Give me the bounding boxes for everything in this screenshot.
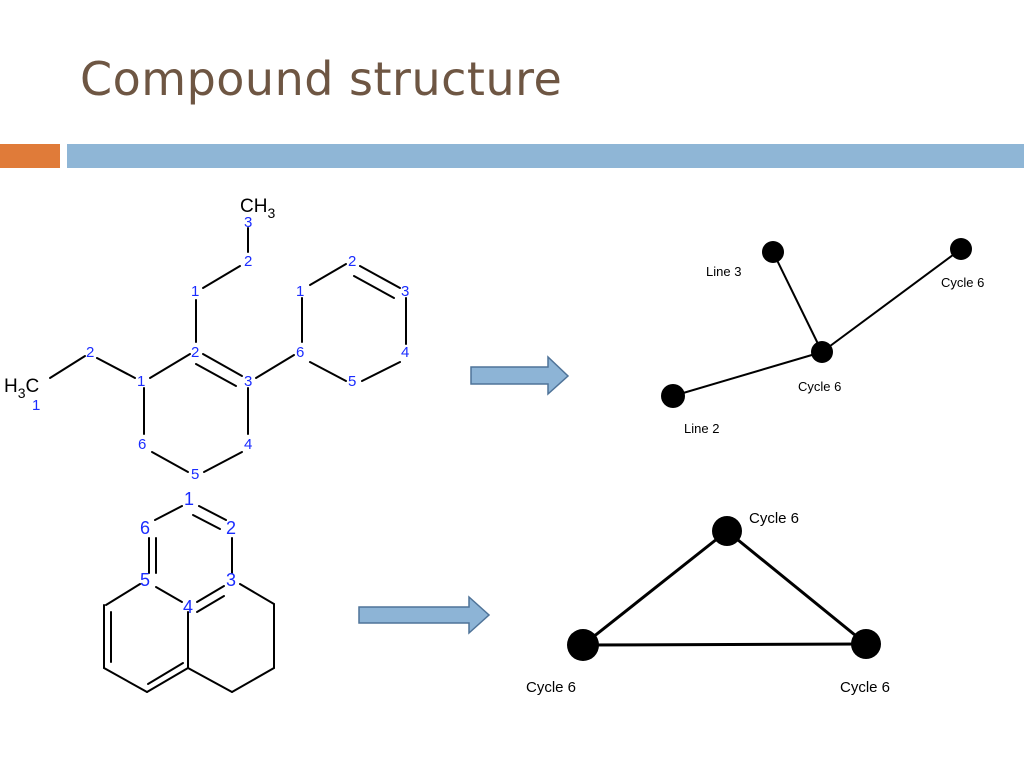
graph-node xyxy=(712,516,742,546)
accent-bar-orange xyxy=(0,144,60,168)
graph-node xyxy=(851,629,881,659)
molecule-1: CH3 H3C 3 2 1 2 3 4 5 6 1 2 1 6 1 2 3 4 … xyxy=(4,196,409,483)
atom-number: 2 xyxy=(226,518,236,538)
atom-number: 3 xyxy=(226,570,236,590)
atom-number: 1 xyxy=(191,283,199,300)
graph-1: Line 3 Cycle 6 Cycle 6 Line 2 xyxy=(661,238,984,436)
node-label: Cycle 6 xyxy=(941,275,984,290)
graph-node xyxy=(762,241,784,263)
atom-number: 4 xyxy=(401,344,409,361)
node-label: Cycle 6 xyxy=(526,679,576,696)
molecule-2: 1 2 3 4 5 6 xyxy=(103,489,275,693)
graph-node xyxy=(567,629,599,661)
atom-number: 3 xyxy=(244,214,252,231)
atom-number: 2 xyxy=(244,253,252,270)
right-arrow-icon xyxy=(358,595,491,635)
atom-number: 3 xyxy=(244,373,252,390)
graph-node xyxy=(661,384,685,408)
node-label: Line 2 xyxy=(684,421,719,436)
atom-number: 5 xyxy=(140,570,150,590)
node-label: Cycle 6 xyxy=(840,679,890,696)
atom-number: 6 xyxy=(140,518,150,538)
atom-number: 6 xyxy=(296,344,304,361)
ch3-top-label: CH3 xyxy=(240,196,275,221)
h3c-left-label: H3C xyxy=(4,376,39,401)
node-label: Line 3 xyxy=(706,264,741,279)
atom-number: 1 xyxy=(137,373,145,390)
atom-number: 5 xyxy=(348,373,356,390)
right-arrow-icon xyxy=(470,355,570,396)
atom-number: 1 xyxy=(296,283,304,300)
atom-number: 1 xyxy=(184,489,194,509)
page-title: Compound structure xyxy=(80,52,563,106)
atom-number: 2 xyxy=(348,253,356,270)
atom-number: 1 xyxy=(32,397,40,414)
atom-number: 2 xyxy=(86,344,94,361)
atom-number: 6 xyxy=(138,436,146,453)
atom-number: 4 xyxy=(244,436,252,453)
graph-2: Cycle 6 Cycle 6 Cycle 6 xyxy=(526,510,890,696)
graph-node xyxy=(811,341,833,363)
graph-node xyxy=(950,238,972,260)
node-label: Cycle 6 xyxy=(749,510,799,527)
atom-number: 2 xyxy=(191,344,199,361)
atom-number: 5 xyxy=(191,466,199,483)
accent-bar-blue xyxy=(67,144,1024,168)
atom-number: 3 xyxy=(401,283,409,300)
node-label: Cycle 6 xyxy=(798,379,841,394)
atom-number: 4 xyxy=(183,597,193,617)
